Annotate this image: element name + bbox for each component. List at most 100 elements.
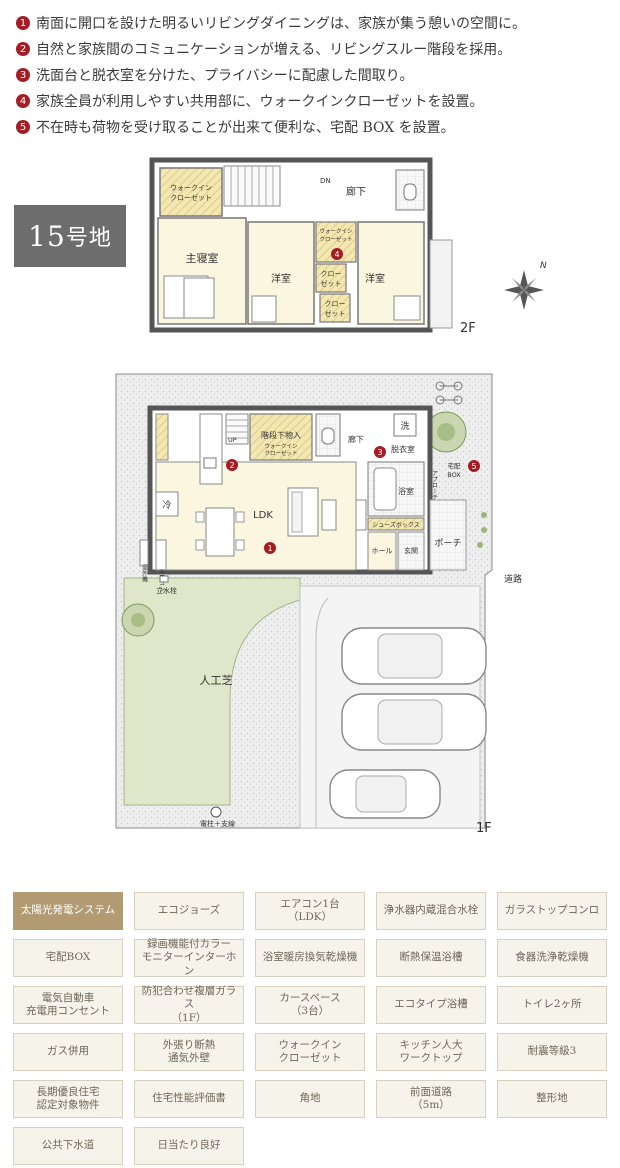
- feature-item: 1 南面に開口を設けた明るいリビングダイニングは、家族が集う憩いの空間に。: [16, 10, 616, 36]
- spec-item: エコジョーズ: [134, 892, 244, 930]
- utility-pole-icon: [210, 806, 222, 818]
- feature-item: 3 洗面台と脱衣室を分けた、プライバシーに配慮した間取り。: [16, 62, 616, 88]
- stair-dn-label: DN: [320, 177, 331, 185]
- spec-item: キッチン人大 ワークトップ: [376, 1033, 486, 1071]
- marker-label: 3: [377, 448, 382, 457]
- utility-pole-label: 電柱＋支線: [200, 819, 235, 828]
- spec-item: ガラストップコンロ: [497, 892, 607, 930]
- staircase: [225, 413, 249, 445]
- spec-item: 日当たり良好: [134, 1127, 244, 1165]
- spec-item: ガス併用: [13, 1033, 123, 1071]
- room-label-closet: クロー: [325, 300, 346, 308]
- feature-item: 5 不在時も荷物を受け取ることが出来て便利な、宅配 BOX を設置。: [16, 114, 616, 140]
- spec-item: ウォークイン クローゼット: [255, 1033, 365, 1071]
- feature-text: 家族全員が利用しやすい共用部に、ウォークインクローゼットを設置。: [36, 94, 484, 110]
- spec-item: 浴室暖房換気乾燥機: [255, 939, 365, 977]
- approach-label: アプローチ: [431, 470, 438, 500]
- delivery-box-label: BOX: [447, 471, 461, 479]
- room-label-closet: ゼット: [321, 279, 342, 288]
- room-label-closet: クロー: [321, 270, 342, 278]
- spec-item: 食器洗浄乾燥機: [497, 939, 607, 977]
- feature-number: 4: [16, 94, 30, 108]
- room-label-walkin-closet: ウォークイン: [170, 184, 212, 192]
- room-label-hallway: 廊下: [346, 185, 366, 198]
- room-label-stair-storage: 階段下物入: [261, 430, 301, 440]
- room-label-walkin-closet-small: ウォークイン: [319, 227, 353, 235]
- marker-4: [331, 248, 343, 260]
- staircase: [223, 165, 281, 207]
- room-label-bath: 浴室: [398, 486, 414, 496]
- spec-grid: 太陽光発電システム エコジョーズ エアコン1台 （LDK） 浄水器内蔵混合水栓 …: [13, 892, 609, 1165]
- room-label-master-bedroom: 主寝室: [186, 251, 219, 265]
- marker-5: [468, 460, 480, 472]
- feature-text: 洗面台と脱衣室を分けた、プライバシーに配慮した間取り。: [36, 68, 414, 84]
- room-label-closet: ゼット: [325, 309, 346, 318]
- second-floor: ウォークイン クローゼット DN 廊下 主寝室 洋室 ウォークイン クローゼット…: [149, 157, 476, 336]
- marker-label: 1: [267, 544, 272, 553]
- car-icon: [329, 769, 441, 819]
- room-label-entrance: 玄関: [404, 546, 418, 555]
- feature-number: 5: [16, 120, 30, 134]
- first-floor-site: 人工芝 道路 電柱＋支線 LDK: [115, 373, 522, 836]
- spec-item: エコタイプ浴槽: [376, 986, 486, 1024]
- bicycle-icon: [435, 381, 463, 405]
- feature-text: 不在時も荷物を受け取ることが出来て便利な、宅配 BOX を設置。: [36, 120, 455, 136]
- spec-item: 整形地: [497, 1080, 607, 1118]
- spec-item: 角地: [255, 1080, 365, 1118]
- tree-icon: [425, 411, 467, 453]
- stair-up-label: UP: [228, 436, 237, 444]
- spec-item: カースペース （3台）: [255, 986, 365, 1024]
- spec-item: 断熱保温浴槽: [376, 939, 486, 977]
- tree-icon: [121, 603, 155, 637]
- feature-number: 2: [16, 42, 30, 56]
- north-compass-icon: N: [504, 261, 547, 310]
- marker-2: [226, 459, 238, 471]
- room-label-walkin-closet-small: ウォークイン: [264, 442, 298, 450]
- floor-label-1f: 1F: [476, 821, 492, 836]
- room-label-ldk: LDK: [253, 510, 273, 521]
- spec-item: 外張り断熱 通気外壁: [134, 1033, 244, 1071]
- floor-label-2f: 2F: [460, 321, 476, 336]
- spec-item: 電気自動車 充電用コンセント: [13, 986, 123, 1024]
- marker-1: [264, 542, 276, 554]
- marker-label: 5: [471, 462, 476, 471]
- lot-number: 15: [28, 219, 66, 253]
- room-label-wash: 洗: [400, 420, 409, 432]
- feature-number: 1: [16, 16, 30, 30]
- feature-item: 4 家族全員が利用しやすい共用部に、ウォークインクローゼットを設置。: [16, 88, 616, 114]
- feature-list: 1 南面に開口を設けた明るいリビングダイニングは、家族が集う憩いの空間に。 2 自然…: [16, 10, 616, 140]
- spec-item: 録画機能付カラー モニターインターホン: [134, 938, 244, 977]
- car-icon: [341, 627, 487, 685]
- feature-text: 南面に開口を設けた明るいリビングダイニングは、家族が集う憩いの空間に。: [36, 16, 526, 32]
- feature-number: 3: [16, 68, 30, 82]
- room-label-western-room: 洋室: [271, 272, 291, 285]
- feature-text: 自然と家族間のコミュニケーションが増える、リビングスルー階段を採用。: [36, 42, 512, 58]
- room-label-porch: ポーチ: [434, 538, 461, 549]
- room-label-walkin-closet-small: クローゼット: [264, 449, 297, 457]
- room-label-walkin-closet-small: クローゼット: [319, 235, 352, 243]
- spec-item: トイレ2ヶ所: [497, 986, 607, 1024]
- marker-label: 2: [229, 461, 234, 470]
- spec-item: エアコン1台 （LDK）: [255, 892, 365, 930]
- spec-item: 宅配BOX: [13, 939, 123, 977]
- fridge-label: 冷: [162, 499, 171, 511]
- spec-item: 長期優良住宅 認定対象物件: [13, 1080, 123, 1118]
- lawn-label: 人工芝: [200, 674, 233, 687]
- room-label-walkin-closet: クローゼット: [170, 193, 212, 202]
- marker-label: 4: [334, 250, 339, 259]
- marker-3: [374, 446, 386, 458]
- room-label-shoebox: シューズボックス: [372, 521, 420, 529]
- outdoor-unit-label: 室外機: [141, 563, 148, 583]
- delivery-box-label: 宅配: [448, 461, 462, 470]
- spec-item: 防犯合わせ複層ガラス （1F）: [134, 985, 244, 1024]
- spec-item: 公共下水道: [13, 1127, 123, 1165]
- spec-item: 前面道路 （5m）: [376, 1080, 486, 1118]
- room-label-dressing: 脱衣室: [391, 444, 415, 454]
- lot-suffix: 号地: [65, 226, 112, 251]
- spec-item: 住宅性能評価書: [134, 1080, 244, 1118]
- spec-item: 耐震等級3: [497, 1033, 607, 1071]
- floor-plan: ウォークイン クローゼット DN 廊下 主寝室 洋室 ウォークイン クローゼット…: [115, 157, 547, 836]
- faucet-label: 立水栓: [156, 586, 177, 595]
- feature-item: 2 自然と家族間のコミュニケーションが増える、リビングスルー階段を採用。: [16, 36, 616, 62]
- compass-north-label: N: [540, 261, 547, 271]
